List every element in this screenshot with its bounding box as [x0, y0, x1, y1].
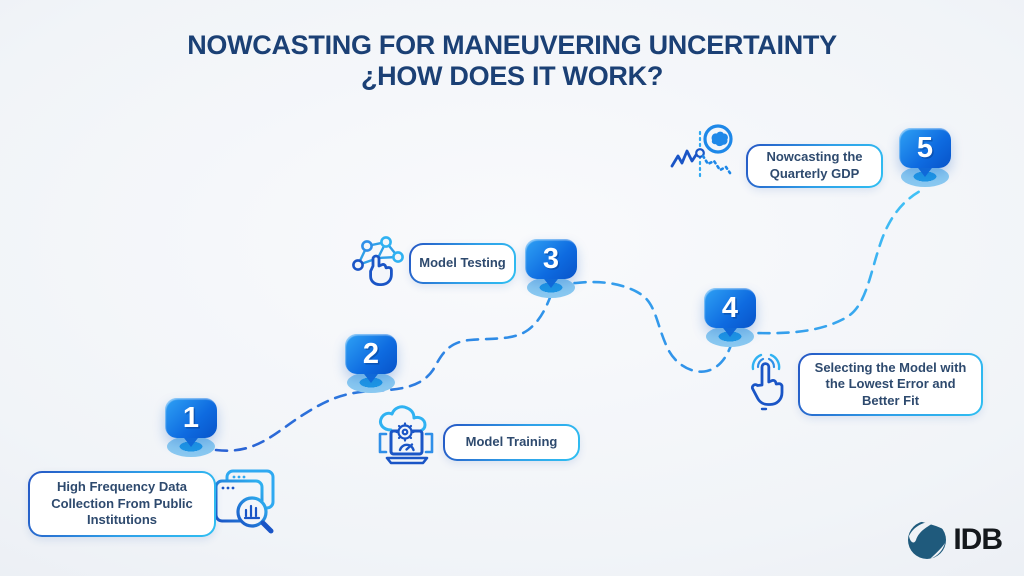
step-4-number: 4	[721, 291, 739, 324]
step-5-label: Nowcasting the Quarterly GDP	[746, 144, 883, 188]
idb-logo: IDB	[905, 518, 1003, 562]
browser-chart-magnifier-icon	[214, 469, 275, 534]
step-2-badge: 2	[339, 334, 403, 393]
idb-globe-icon	[908, 519, 947, 559]
step-1-label-text: High Frequency Data Collection From Publ…	[30, 473, 214, 535]
step-1-label: High Frequency Data Collection From Publ…	[28, 471, 216, 537]
step-5-pin: 5	[899, 128, 951, 168]
step-4-badge: 4	[698, 288, 762, 347]
step-2-pin: 2	[345, 334, 397, 374]
page-title: NOWCASTING FOR MANEUVERING UNCERTAINTY ¿…	[0, 30, 1024, 92]
step-1-badge: 1	[159, 398, 223, 457]
step-3-badge: 3	[519, 239, 583, 298]
tap-hand-icon	[750, 353, 784, 411]
network-pointer-hand-icon	[352, 236, 404, 286]
step-4-label-text: Selecting the Model with the Lowest Erro…	[800, 355, 981, 414]
step-1-number: 1	[182, 401, 200, 434]
step-5-label-text: Nowcasting the Quarterly GDP	[748, 146, 881, 186]
step-4-label: Selecting the Model with the Lowest Erro…	[798, 353, 983, 416]
step-4-pin: 4	[704, 288, 756, 328]
step-2-label-text: Model Training	[445, 426, 578, 459]
step-3-label: Model Testing	[409, 243, 516, 284]
step-2-number: 2	[362, 337, 380, 370]
step-3-label-text: Model Testing	[411, 245, 514, 282]
step-3-number: 3	[542, 242, 560, 275]
title-line-1: NOWCASTING FOR MANEUVERING UNCERTAINTY	[187, 30, 837, 60]
step-2-label: Model Training	[443, 424, 580, 461]
step-3-pin: 3	[525, 239, 577, 279]
forecast-chart-brain-icon	[670, 124, 733, 180]
cloud-laptop-gear-icon	[378, 405, 434, 465]
step-5-number: 5	[916, 131, 934, 164]
step-1-pin: 1	[165, 398, 217, 438]
title-line-2: ¿HOW DOES IT WORK?	[360, 61, 664, 91]
idb-logo-text: IDB	[953, 523, 1003, 556]
step-5-badge: 5	[893, 128, 957, 187]
